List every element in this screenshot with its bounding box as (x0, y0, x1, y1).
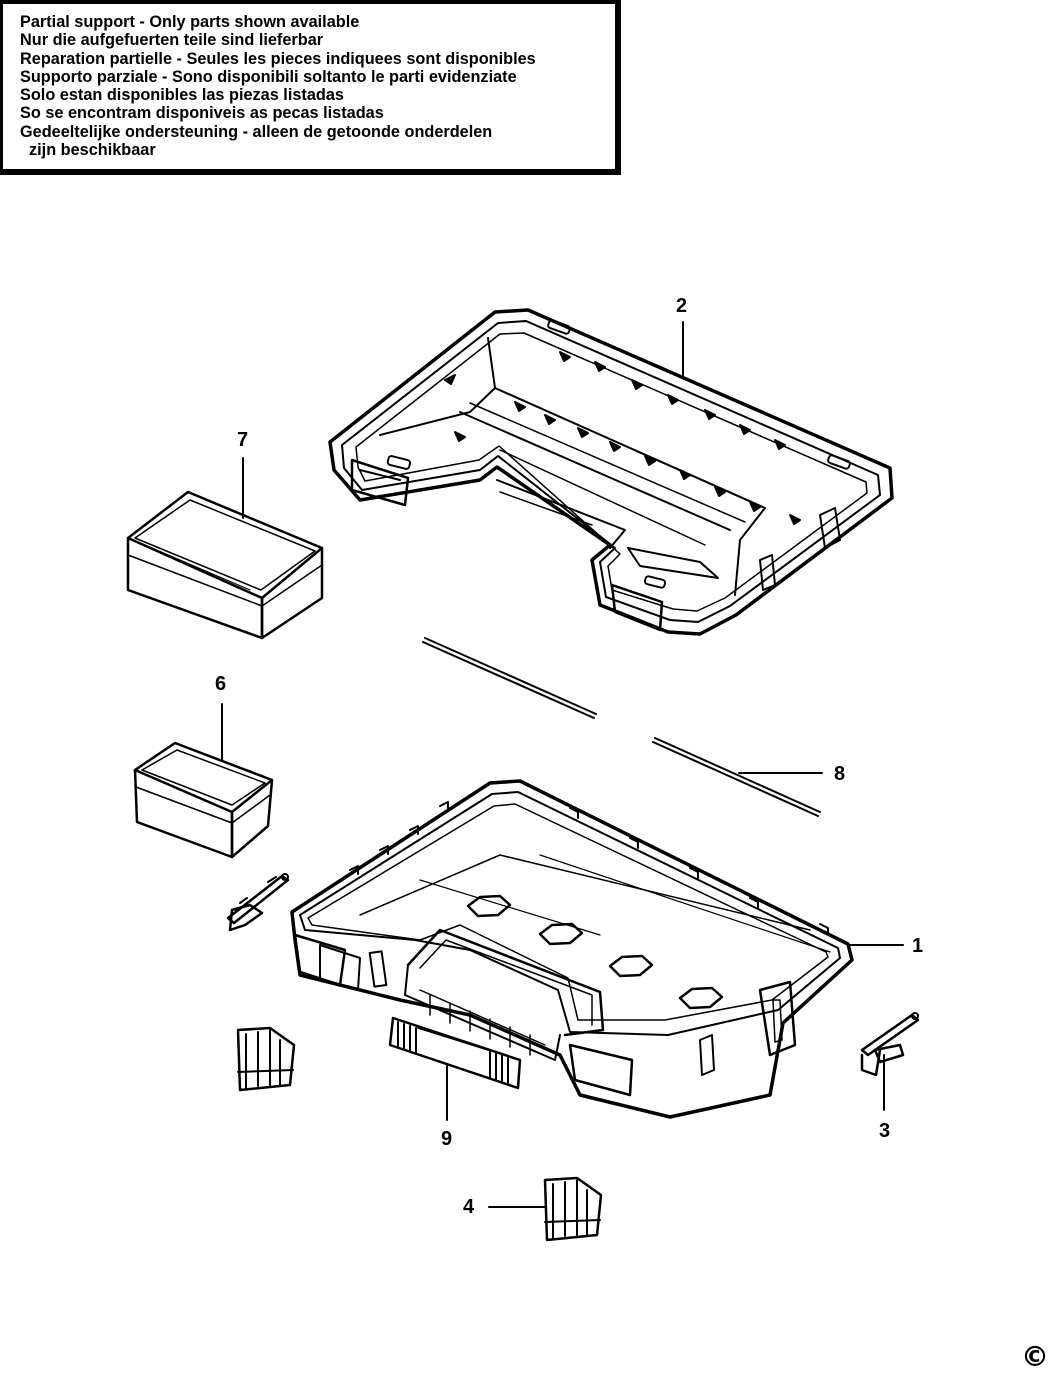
callout-6: 6 (215, 673, 227, 695)
notice-line-en: Partial support - Only parts shown avail… (20, 13, 360, 31)
large-bin-part-7 (126, 490, 324, 640)
divider-rods-part-8 (422, 637, 821, 817)
callout-7: 7 (237, 429, 249, 451)
leader-lines (221, 321, 904, 1208)
notice-line-nl: Gedeeltelijke ondersteuning - alleen de … (20, 122, 493, 141)
grip-strip-part-9 (388, 1016, 522, 1090)
notice-line-nl-cont: zijn beschikbaar (29, 141, 156, 160)
callout-3: 3 (879, 1120, 891, 1142)
callout-4: 4 (463, 1196, 475, 1218)
partial-support-notice: Partial support - Only parts shown avail… (0, 0, 621, 175)
notice-line-it: Supporto parziale - Sono disponibili sol… (20, 67, 517, 86)
small-bin-part-6 (133, 741, 274, 859)
notice-line-fr: Reparation partielle - Seules les pieces… (20, 49, 536, 68)
base-case-part-1 (290, 779, 854, 1119)
lid-frame-part-2 (328, 308, 894, 636)
copyright-symbol: © (1021, 1340, 1049, 1373)
callout-2: 2 (676, 295, 688, 317)
latch-part-4-lower (543, 1176, 603, 1242)
notice-line-pt: So se encontram disponiveis as pecas lis… (20, 104, 384, 123)
notice-line-de: Nur die aufgefuerten teile sind lieferba… (20, 31, 324, 50)
callout-8: 8 (834, 763, 846, 785)
notice-line-es: Solo estan disponibles las piezas listad… (20, 86, 344, 105)
hinge-part-3-left (226, 873, 290, 932)
hinge-part-3-right (860, 1012, 920, 1077)
callout-9: 9 (441, 1128, 453, 1150)
callout-1: 1 (912, 935, 924, 957)
latch-part-4-upper (236, 1026, 296, 1092)
